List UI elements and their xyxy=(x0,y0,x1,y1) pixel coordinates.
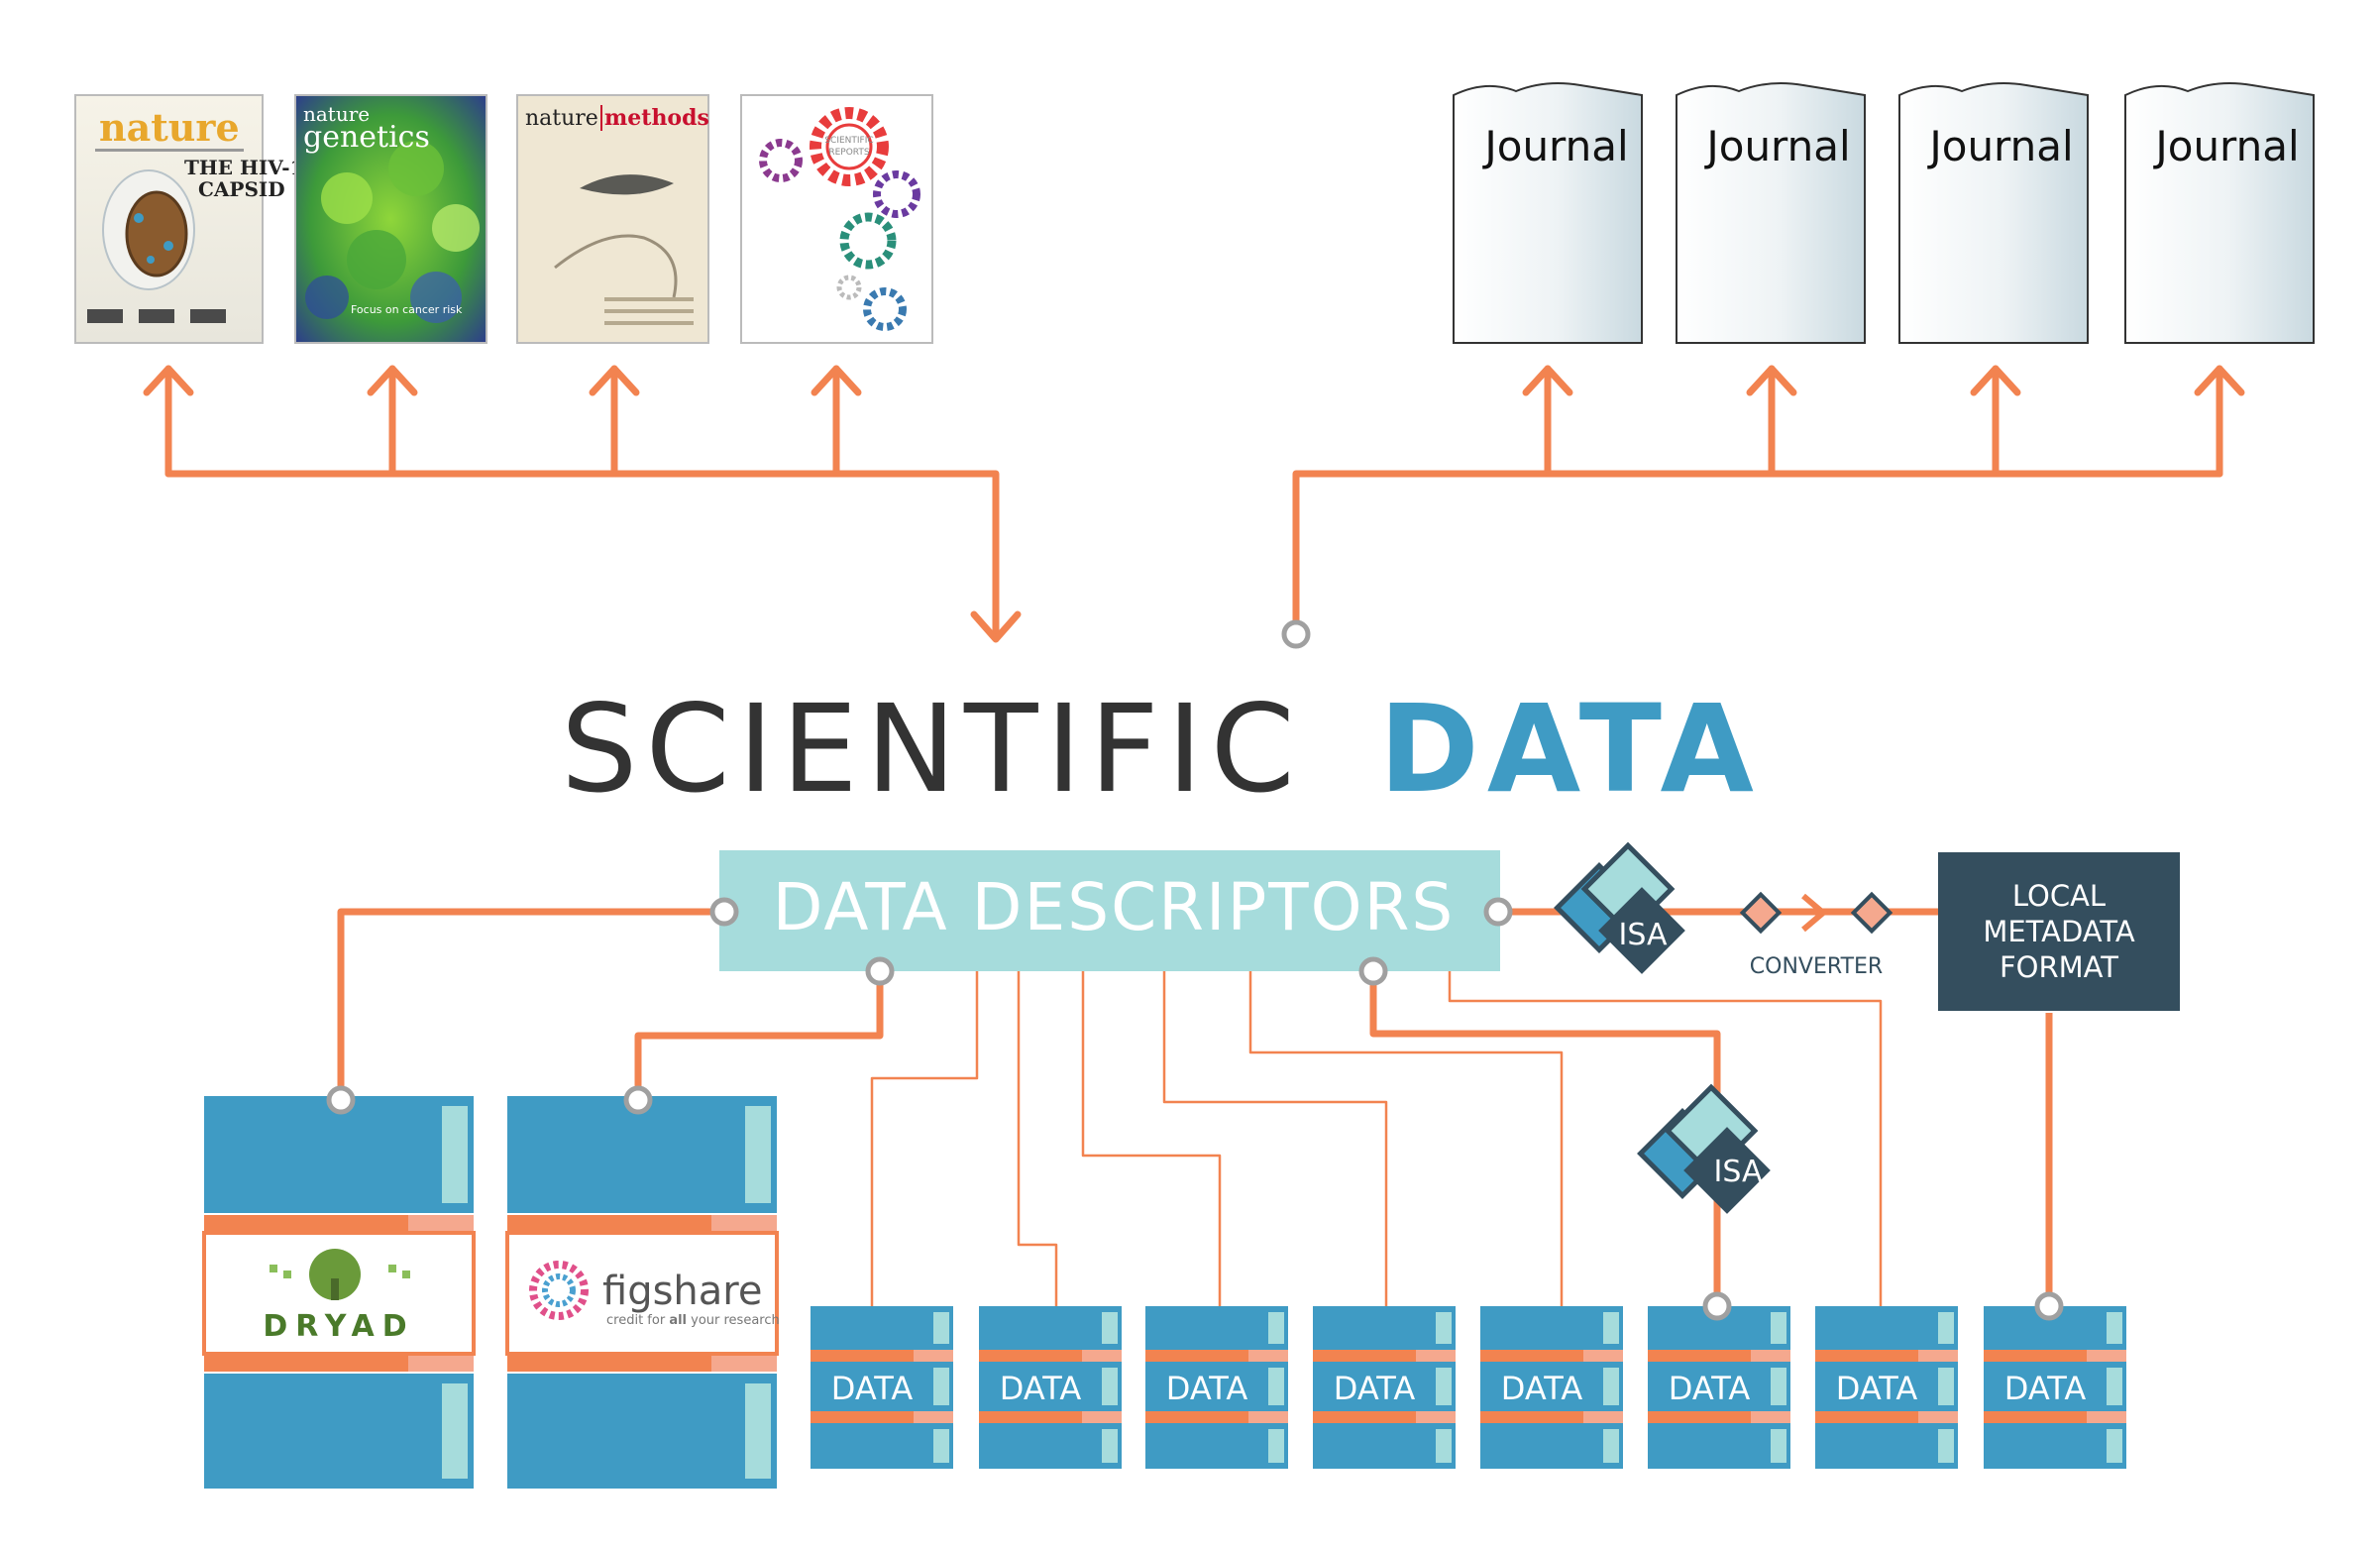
data-descriptors-label: DATA DESCRIPTORS xyxy=(773,869,1456,945)
connector-node xyxy=(326,1085,356,1115)
isa-label: ISA xyxy=(1714,1155,1763,1189)
data-label: DATA xyxy=(1501,1370,1583,1407)
data-stack: DATA xyxy=(811,1306,953,1469)
isa-label: ISA xyxy=(1619,918,1668,952)
isa-badge-mid: ISA xyxy=(1637,1083,1771,1214)
data-label: DATA xyxy=(1166,1370,1248,1407)
server-figshare: figshare credit for all your research xyxy=(505,1096,780,1489)
figshare-logo-icon xyxy=(529,1261,589,1320)
data-stack: DATA xyxy=(1480,1306,1623,1469)
title-part-data: DATA xyxy=(1379,679,1762,820)
connector-node xyxy=(1358,956,1388,986)
cover-nature-methods: nature methods xyxy=(516,94,709,344)
connector-node xyxy=(2034,1291,2064,1321)
data-label: DATA xyxy=(1669,1370,1751,1407)
connector-node xyxy=(623,1085,653,1115)
connector-node xyxy=(1483,897,1513,927)
genetics-wordmark-1: nature xyxy=(303,102,370,126)
nature-headline-2: CAPSID xyxy=(198,177,285,201)
cover-nature: nature THE HIV-1 CAPSID xyxy=(74,94,304,344)
server-dryad: DRYAD xyxy=(202,1096,476,1489)
nature-headline-1: THE HIV-1 xyxy=(184,156,304,179)
data-label: DATA xyxy=(1334,1370,1416,1407)
descriptor-thin-connectors xyxy=(870,971,1883,1308)
genetics-tagline: Focus on cancer risk xyxy=(351,303,463,316)
journal-label: Journal xyxy=(1926,122,2073,170)
cover-nature-genetics: nature genetics Focus on cancer risk xyxy=(294,94,487,344)
methods-wordmark-2: methods xyxy=(604,105,709,131)
cover-scientific-reports: SCIENTIFIC REPORTS xyxy=(740,94,933,344)
fish-illustration xyxy=(580,174,674,195)
data-label: DATA xyxy=(1836,1370,1918,1407)
journal-label: Journal xyxy=(2152,122,2299,170)
data-stack: DATA xyxy=(1648,1306,1790,1469)
data-stack: DATA xyxy=(1815,1306,1958,1469)
figshare-tagline: credit for all your research xyxy=(606,1313,780,1328)
journal-book: Journal xyxy=(1453,82,1643,344)
gear-icon xyxy=(863,287,907,331)
title-part-scientific: SCIENTIFIC xyxy=(561,679,1303,820)
data-label: DATA xyxy=(2004,1370,2087,1407)
data-label: DATA xyxy=(831,1370,914,1407)
local-metadata-line-2: METADATA xyxy=(1983,915,2135,948)
data-label: DATA xyxy=(1000,1370,1082,1407)
figshare-label: figshare xyxy=(602,1269,762,1314)
genetics-wordmark-2: genetics xyxy=(303,120,430,155)
reports-wordmark-1: SCIENTIFIC xyxy=(824,136,873,146)
local-metadata-line-1: LOCAL xyxy=(2012,879,2106,913)
local-metadata-format-box xyxy=(1938,852,2180,1011)
connector-node xyxy=(865,956,895,986)
converter-label: CONVERTER xyxy=(1750,954,1883,979)
journal-book: Journal xyxy=(2124,82,2315,344)
data-descriptors-box xyxy=(719,850,1500,971)
gear-icon xyxy=(836,275,862,300)
local-metadata-line-3: FORMAT xyxy=(2000,950,2118,984)
journal-book: Journal xyxy=(1898,82,2089,344)
nature-wordmark: nature xyxy=(99,105,240,150)
journal-label: Journal xyxy=(1481,122,1628,170)
gear-icon xyxy=(873,170,920,218)
gear-icon xyxy=(810,107,889,186)
data-stacks: DATA DATA DATA DATA DATA DATA DATA DATA xyxy=(811,1306,2126,1469)
connector-node xyxy=(1281,619,1311,649)
methods-wordmark-1: nature xyxy=(525,106,598,131)
journal-label: Journal xyxy=(1703,122,1850,170)
journal-book: Journal xyxy=(1676,82,1866,344)
data-stack: DATA xyxy=(979,1306,1122,1469)
connector-node xyxy=(1702,1291,1732,1321)
dryad-label: DRYAD xyxy=(263,1309,414,1344)
data-stack: DATA xyxy=(1984,1306,2126,1469)
capsid-illustration xyxy=(125,190,188,277)
converter: CONVERTER xyxy=(1739,891,1893,979)
scientific-data-title: SCIENTIFIC DATA xyxy=(561,679,1762,820)
publication-connectors xyxy=(143,365,2245,643)
reports-wordmark-2: REPORTS xyxy=(828,148,870,158)
tree-icon xyxy=(309,1249,361,1300)
isa-badge-top: ISA xyxy=(1554,841,1685,974)
gear-icon xyxy=(759,139,803,182)
data-stack: DATA xyxy=(1313,1306,1456,1469)
gear-icon xyxy=(839,212,897,270)
data-stack: DATA xyxy=(1145,1306,1288,1469)
connector-node xyxy=(709,897,739,927)
